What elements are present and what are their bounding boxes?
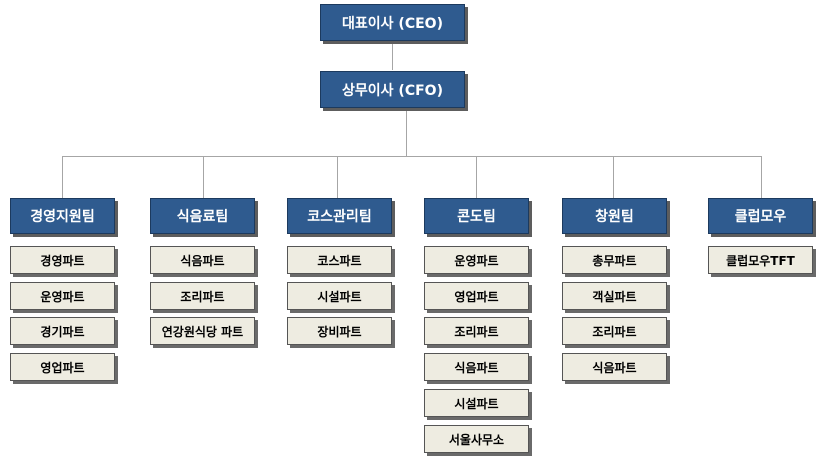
part-box: 시설파트 [287,282,392,310]
team-drop-connector [62,156,63,198]
ceo-cfo-connector [392,38,393,70]
part-box: 서울사무소 [424,425,529,453]
team-box: 식음료팀 [150,198,255,234]
part-box: 클럽모우TFT [708,246,813,274]
team-box: 코스관리팀 [287,198,392,234]
part-box: 객실파트 [562,282,667,310]
part-box: 시설파트 [424,389,529,417]
team-bus-connector [62,156,762,157]
part-box: 코스파트 [287,246,392,274]
part-box: 조리파트 [150,282,255,310]
part-box: 식음파트 [424,353,529,381]
team-box: 콘도팀 [424,198,529,234]
team-drop-connector [476,156,477,198]
part-box: 식음파트 [150,246,255,274]
part-box: 영업파트 [10,353,115,381]
part-box: 경기파트 [10,317,115,345]
part-box: 운영파트 [424,246,529,274]
cfo-trunk-connector [406,108,407,156]
team-box: 클럽모우 [708,198,813,234]
part-box: 연강원식당 파트 [150,317,255,345]
team-drop-connector [613,156,614,198]
part-box: 조리파트 [562,317,667,345]
part-box: 운영파트 [10,282,115,310]
part-box: 총무파트 [562,246,667,274]
team-drop-connector [203,156,204,198]
team-box: 경영지원팀 [10,198,115,234]
team-box: 창원팀 [562,198,667,234]
part-box: 식음파트 [562,353,667,381]
team-drop-connector [337,156,338,198]
ceo-box: 대표이사 (CEO) [320,4,465,41]
part-box: 경영파트 [10,246,115,274]
part-box: 영업파트 [424,282,529,310]
part-box: 장비파트 [287,317,392,345]
part-box: 조리파트 [424,317,529,345]
cfo-box: 상무이사 (CFO) [320,71,465,108]
team-drop-connector [761,156,762,198]
